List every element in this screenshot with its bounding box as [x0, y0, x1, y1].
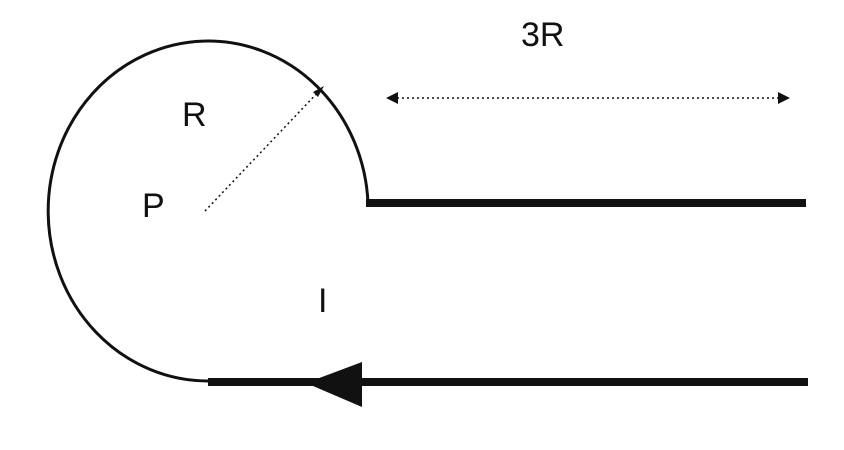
- distance-arrowhead-left: [386, 92, 398, 104]
- radius-label: R: [182, 96, 207, 134]
- point-label: P: [142, 187, 165, 225]
- current-label: I: [318, 282, 327, 320]
- current-direction-arrow: [306, 362, 362, 407]
- radius-line: [204, 87, 323, 212]
- distance-label: 3R: [521, 16, 564, 54]
- distance-arrowhead-right: [778, 92, 790, 104]
- radius-arrowhead: [313, 86, 324, 97]
- wire-arc: [46, 39, 370, 383]
